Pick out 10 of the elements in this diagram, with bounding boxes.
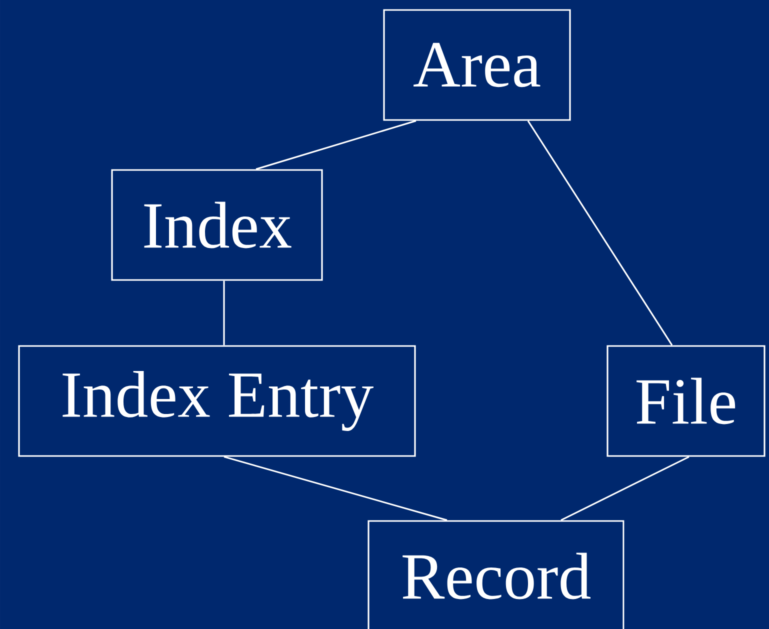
entity-box: Record [368, 520, 624, 629]
connector-line [256, 120, 416, 170]
connector-line [224, 456, 448, 521]
entity-box: Area [383, 9, 571, 121]
connector-line [223, 280, 225, 346]
entity-box: Index [111, 169, 323, 281]
connector-line [560, 456, 690, 521]
entity-box: File [606, 345, 766, 457]
entity-box: Index Entry [18, 345, 416, 457]
connector-line [527, 120, 673, 346]
